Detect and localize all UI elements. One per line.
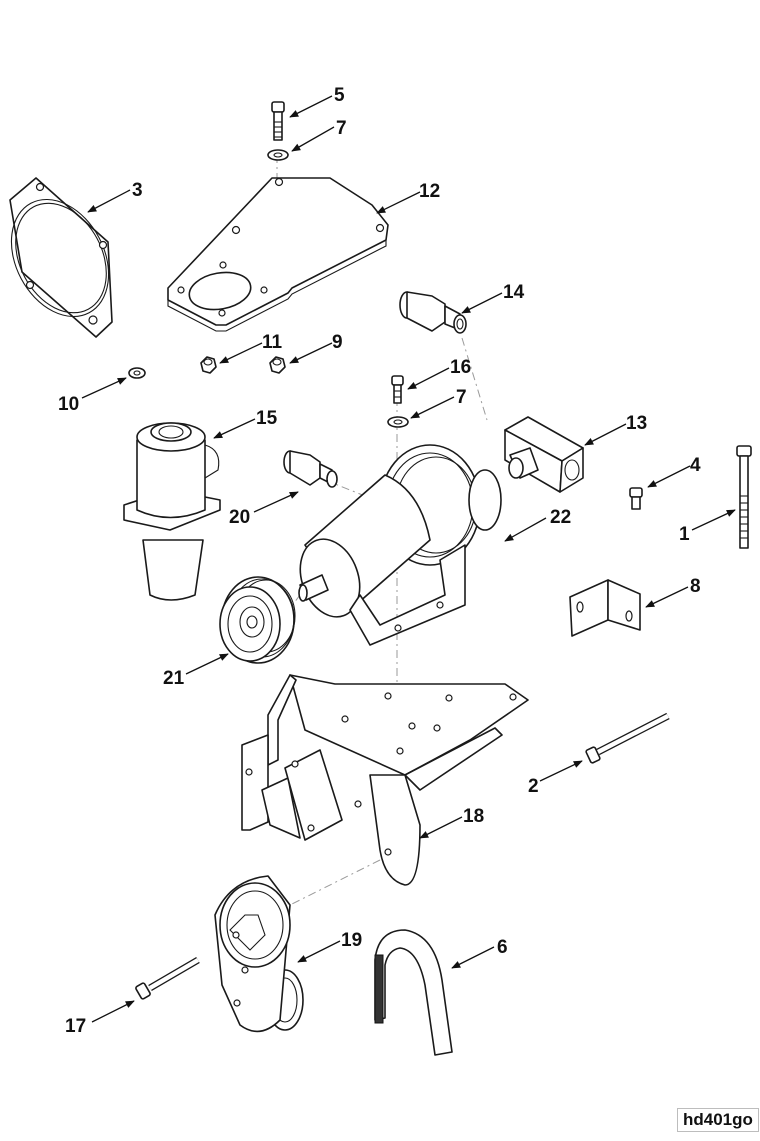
callout-6[interactable]: 6 (451, 937, 508, 969)
part-10-washer[interactable] (128, 367, 146, 379)
svg-text:3: 3 (132, 180, 143, 201)
svg-text:11: 11 (262, 332, 283, 353)
part-6-drive-belt[interactable] (374, 929, 453, 1056)
part-15-housing[interactable] (123, 422, 221, 601)
callout-9[interactable]: 9 (289, 332, 343, 364)
svg-text:10: 10 (58, 394, 79, 415)
callout-5[interactable]: 5 (289, 85, 345, 118)
svg-text:22: 22 (550, 507, 571, 528)
part-2-bolt[interactable] (585, 712, 670, 764)
part-3-gasket[interactable] (0, 177, 128, 338)
callout-19[interactable]: 19 (297, 930, 362, 963)
svg-text:1: 1 (679, 524, 690, 545)
svg-text:7: 7 (336, 118, 347, 139)
svg-text:7: 7 (456, 387, 467, 408)
callout-15[interactable]: 15 (213, 408, 278, 439)
part-19-belt-tensioner[interactable] (214, 875, 304, 1033)
callout-7-top[interactable]: 7 (291, 118, 347, 152)
svg-text:6: 6 (497, 937, 508, 958)
part-5-capscrew[interactable] (271, 101, 285, 141)
part-16-capscrew[interactable] (391, 375, 404, 404)
svg-text:17: 17 (65, 1016, 86, 1037)
part-22-pump-assembly[interactable] (290, 444, 502, 646)
part-4-plug[interactable] (629, 487, 643, 510)
part-1-long-bolt[interactable] (736, 445, 752, 549)
svg-text:9: 9 (332, 332, 343, 353)
part-7-washer-middle[interactable] (387, 416, 409, 428)
callout-4[interactable]: 4 (647, 455, 701, 488)
callout-11[interactable]: 11 (219, 332, 283, 364)
part-8-angle-bracket[interactable] (569, 579, 641, 637)
part-21-pulley[interactable] (219, 576, 296, 664)
callout-2[interactable]: 2 (528, 760, 583, 797)
callout-3[interactable]: 3 (87, 180, 143, 213)
svg-text:16: 16 (450, 357, 471, 378)
part-18-support-bracket[interactable] (241, 674, 529, 886)
svg-text:12: 12 (419, 181, 440, 202)
part-11-nut[interactable] (200, 356, 217, 374)
svg-text:5: 5 (334, 85, 345, 106)
callout-13[interactable]: 13 (584, 413, 647, 446)
svg-text:4: 4 (690, 455, 701, 476)
callout-22[interactable]: 22 (504, 507, 571, 542)
svg-text:20: 20 (229, 507, 250, 528)
svg-text:13: 13 (626, 413, 647, 434)
callout-12[interactable]: 12 (376, 181, 440, 214)
callout-10[interactable]: 10 10 (58, 377, 127, 415)
svg-text:21: 21 (163, 668, 185, 689)
part-7-washer-top[interactable] (267, 149, 289, 161)
callout-16[interactable]: 16 (407, 357, 471, 390)
svg-text:14: 14 (503, 282, 525, 303)
callout-1[interactable]: 1 (679, 509, 736, 545)
callout-18[interactable]: 18 (419, 806, 484, 839)
svg-text:19: 19 (341, 930, 362, 951)
callout-21[interactable]: 21 (163, 653, 229, 689)
svg-text:15: 15 (256, 408, 278, 429)
part-14-fitting[interactable] (399, 291, 467, 334)
svg-text:18: 18 (463, 806, 484, 827)
callout-14[interactable]: 14 (461, 282, 525, 314)
part-20-fitting[interactable] (283, 450, 338, 488)
callout-7-middle[interactable]: 7 (410, 387, 467, 419)
part-17-bolt[interactable] (135, 956, 200, 1000)
callouts: 5 7 3 12 14 11 9 10 10 (58, 85, 736, 1037)
callout-17[interactable]: 17 (65, 1000, 135, 1037)
svg-text:2: 2 (528, 776, 539, 797)
part-12-mounting-plate[interactable] (167, 177, 389, 332)
svg-text:8: 8 (690, 576, 701, 597)
callout-8[interactable]: 8 (645, 576, 701, 608)
figure-id-label: hd401go (677, 1108, 759, 1132)
callout-20[interactable]: 20 (229, 491, 299, 528)
part-9-nut[interactable] (269, 356, 286, 374)
part-13-tee-block[interactable] (504, 416, 584, 493)
